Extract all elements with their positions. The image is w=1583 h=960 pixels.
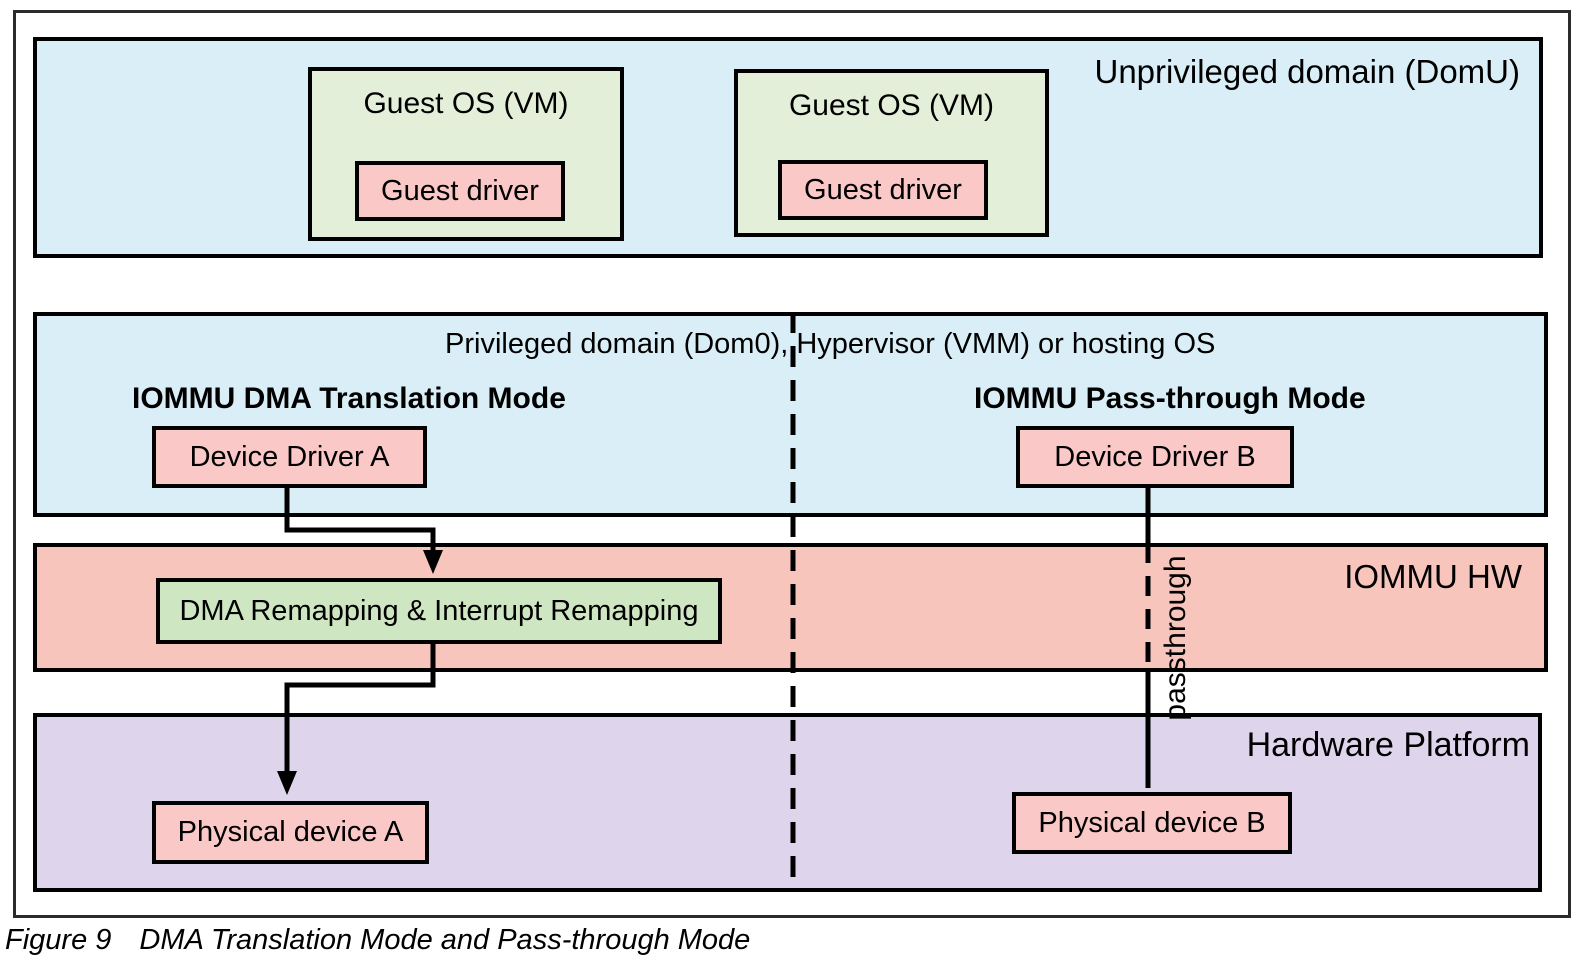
device-driver-b-box: Device Driver B <box>1016 426 1294 488</box>
hardware-platform-label: Hardware Platform <box>1246 726 1530 764</box>
guest-os-box-1: Guest OS (VM) Guest driver <box>308 67 624 241</box>
unprivileged-domain-band: Unprivileged domain (DomU) Guest OS (VM)… <box>33 37 1543 258</box>
guest-driver-box-1: Guest driver <box>355 161 565 221</box>
guest-driver-box-2: Guest driver <box>778 160 988 220</box>
iommu-hw-band: IOMMU HW DMA Remapping & Interrupt Remap… <box>33 543 1548 672</box>
guest-os-label-2: Guest OS (VM) <box>788 89 995 122</box>
unprivileged-domain-label: Unprivileged domain (DomU) <box>1094 53 1521 90</box>
pass-through-mode-label: IOMMU Pass-through Mode <box>974 382 1366 415</box>
hardware-platform-band: Hardware Platform Physical device A Phys… <box>33 713 1542 892</box>
privileged-domain-label: Privileged domain (Dom0), Hypervisor (VM… <box>445 328 1216 360</box>
figure-caption: Figure 9 DMA Translation Mode and Pass-th… <box>5 924 750 957</box>
physical-device-a-box: Physical device A <box>152 801 429 864</box>
guest-os-label-1: Guest OS (VM) <box>363 87 569 120</box>
iommu-hw-label: IOMMU HW <box>1344 558 1522 595</box>
figure-caption-title: DMA Translation Mode and Pass-through Mo… <box>139 924 751 956</box>
passthrough-rotated-label: passthrough <box>1159 555 1192 721</box>
figure-caption-number: Figure 9 <box>5 924 112 956</box>
privileged-domain-band: Privileged domain (Dom0), Hypervisor (VM… <box>33 312 1548 517</box>
dma-translation-mode-label: IOMMU DMA Translation Mode <box>132 382 566 415</box>
physical-device-b-box: Physical device B <box>1012 792 1292 854</box>
guest-os-box-2: Guest OS (VM) Guest driver <box>734 69 1049 237</box>
device-driver-a-box: Device Driver A <box>152 426 427 488</box>
dma-remapping-box: DMA Remapping & Interrupt Remapping <box>156 578 722 644</box>
